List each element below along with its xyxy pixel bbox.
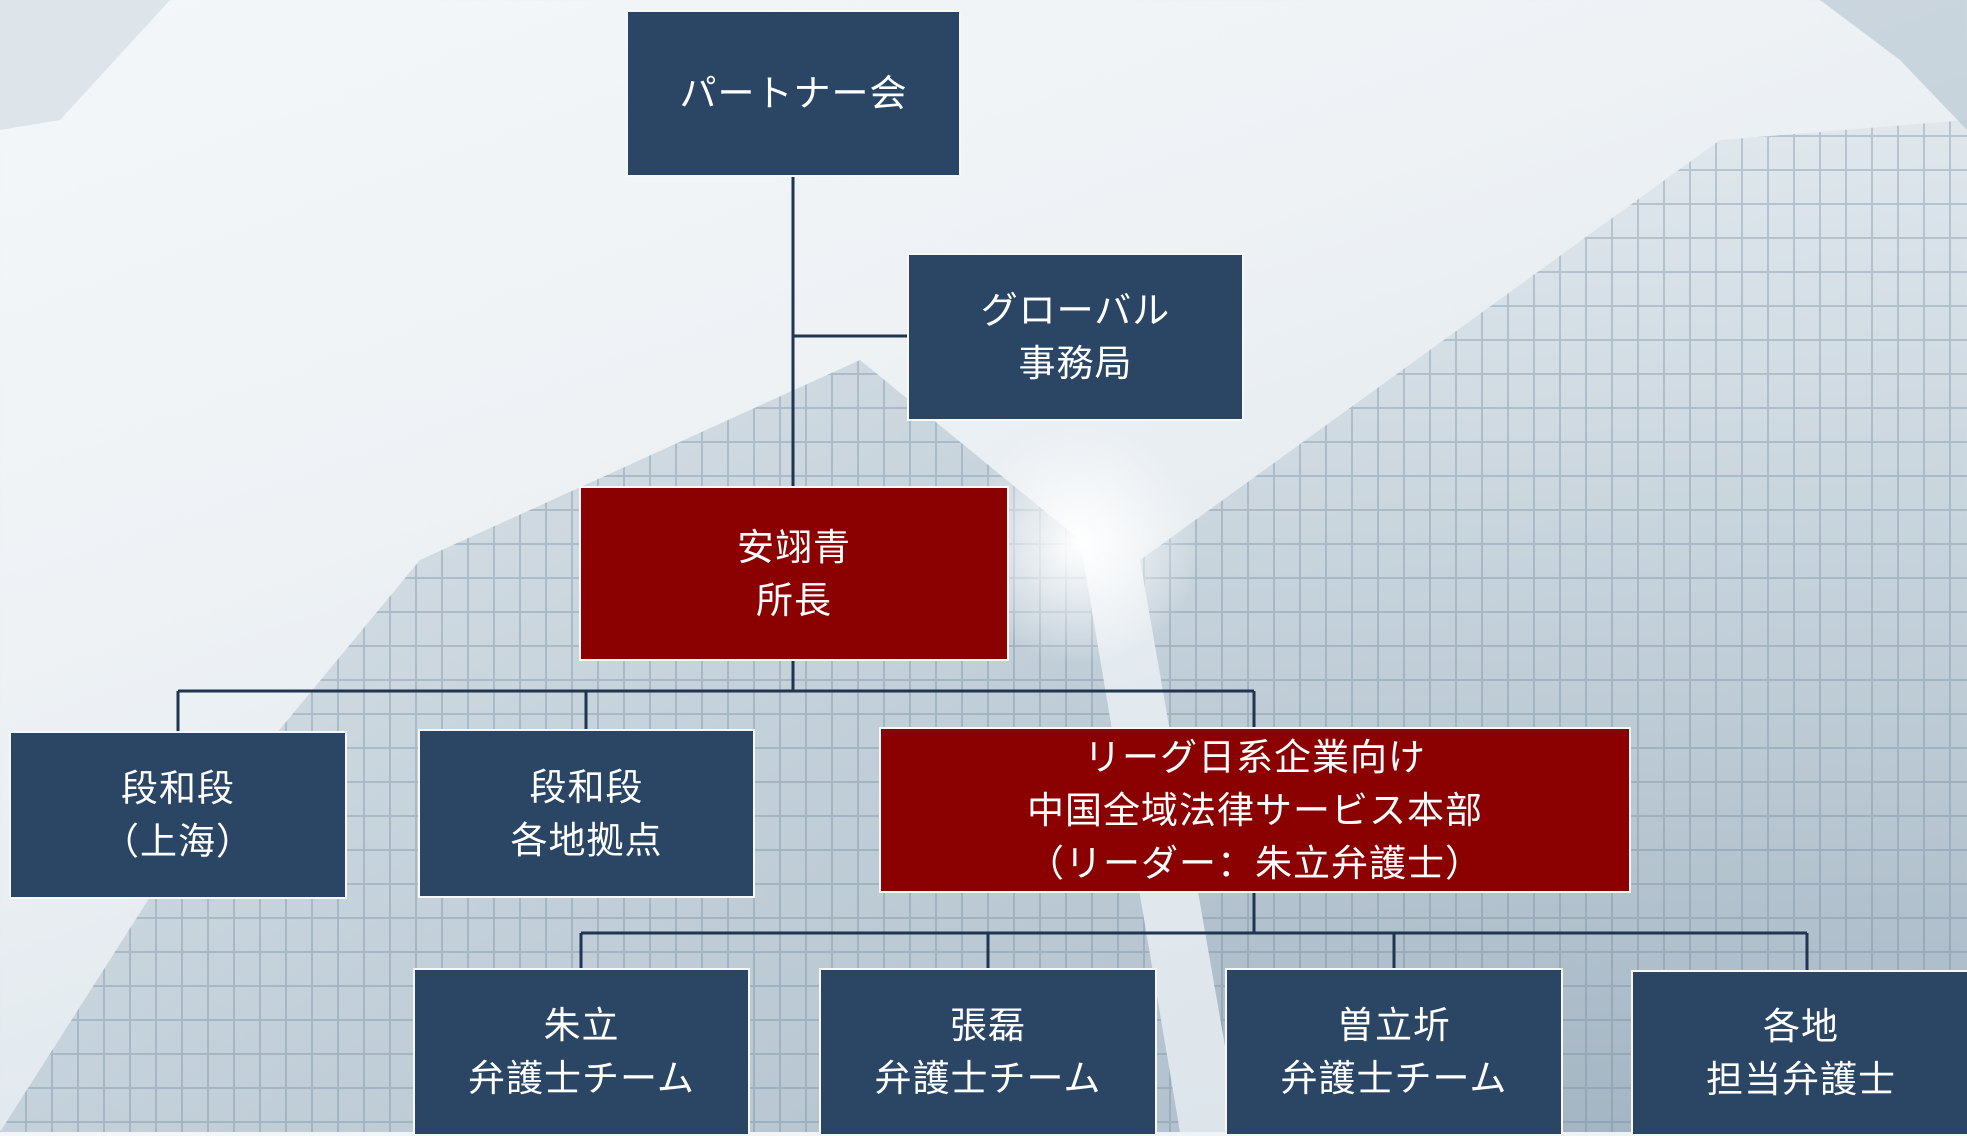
node-japan-business-hq-line-3: （リーダー：朱立弁護士） bbox=[1027, 841, 1483, 885]
node-global-office-line-2: 事務局 bbox=[1018, 342, 1133, 385]
node-japan-business-hq-line-2: 中国全域法律サービス本部 bbox=[1027, 788, 1483, 832]
node-partner: パートナー会 bbox=[626, 10, 961, 177]
node-team-zhang-line-1: 張磊 bbox=[950, 1004, 1026, 1047]
node-global-office: グローバル 事務局 bbox=[907, 253, 1244, 421]
node-director-line-2: 所長 bbox=[756, 578, 832, 622]
node-team-zhang: 張磊 弁護士チーム bbox=[819, 968, 1157, 1136]
node-dhs-branches-line-2: 各地拠点 bbox=[510, 818, 663, 862]
node-team-zhu: 朱立 弁護士チーム bbox=[413, 968, 750, 1136]
node-team-zhang-line-2: 弁護士チーム bbox=[874, 1057, 1102, 1100]
node-local-lawyers-line-2: 担当弁護士 bbox=[1706, 1058, 1896, 1101]
node-global-office-line-1: グローバル bbox=[980, 289, 1171, 332]
node-local-lawyers-line-1: 各地 bbox=[1763, 1005, 1839, 1048]
node-dhs-shanghai-line-2: （上海） bbox=[102, 820, 254, 863]
node-director-line-1: 安翊青 bbox=[737, 525, 851, 569]
node-dhs-shanghai-line-1: 段和段 bbox=[121, 767, 235, 810]
node-dhs-shanghai: 段和段 （上海） bbox=[9, 731, 347, 899]
node-japan-business-hq: リーグ日系企業向け 中国全域法律サービス本部 （リーダー：朱立弁護士） bbox=[879, 727, 1631, 893]
node-partner-line-1: パートナー会 bbox=[679, 72, 908, 115]
node-team-zeng-line-1: 曽立圻 bbox=[1337, 1004, 1451, 1047]
node-team-zhu-line-2: 弁護士チーム bbox=[468, 1057, 695, 1100]
node-team-zhu-line-1: 朱立 bbox=[543, 1004, 620, 1047]
node-dhs-branches-line-1: 段和段 bbox=[529, 765, 644, 809]
node-team-zeng-line-2: 弁護士チーム bbox=[1280, 1057, 1508, 1100]
node-dhs-branches: 段和段 各地拠点 bbox=[418, 729, 755, 898]
node-local-lawyers: 各地 担当弁護士 bbox=[1631, 970, 1967, 1136]
node-director: 安翊青 所長 bbox=[579, 486, 1009, 661]
node-team-zeng: 曽立圻 弁護士チーム bbox=[1225, 968, 1563, 1136]
node-japan-business-hq-line-1: リーグ日系企業向け bbox=[1084, 735, 1426, 779]
